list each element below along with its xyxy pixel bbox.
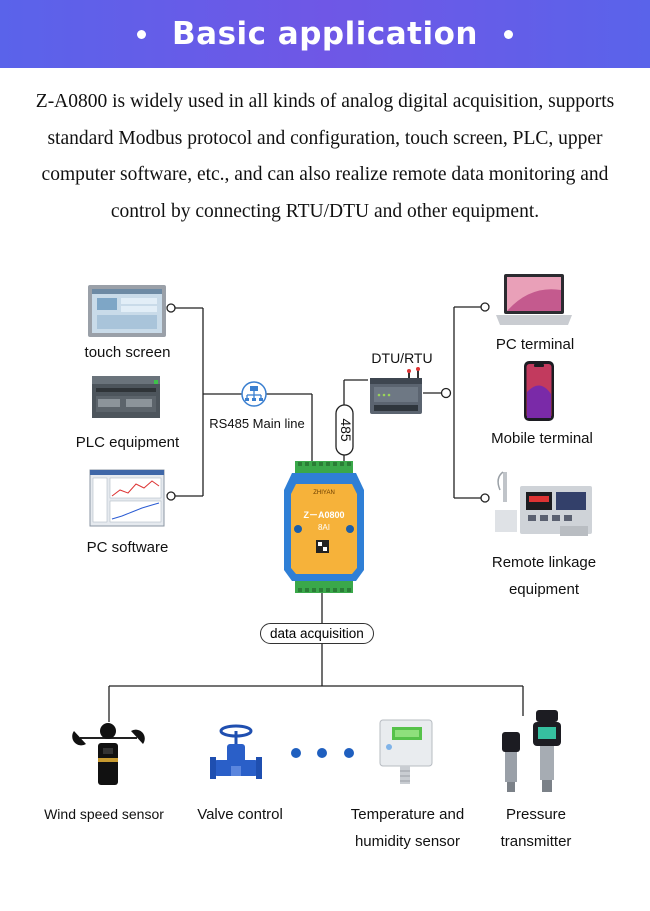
z-a0800-module: ZHIYAN Z－A0800 8AI	[284, 461, 364, 593]
dtu-rtu-label: DTU/RTU	[371, 350, 433, 366]
wind-speed-sensor-label: Wind speed sensor	[44, 806, 164, 822]
remote-linkage-label-line-2: equipment	[508, 581, 580, 598]
intro-line-3: computer software, etc., and can also re…	[41, 164, 609, 185]
pc-terminal-label: PC terminal	[495, 336, 575, 353]
intro-line-4: control by connecting RTU/DTU and other …	[110, 200, 540, 222]
valve-control-label: Valve control	[197, 806, 283, 823]
title-banner: Basic application	[0, 0, 650, 68]
pc-software-image	[89, 469, 165, 527]
module-sub: 8AI	[318, 523, 330, 532]
link-485-text: 485	[338, 418, 354, 442]
bullet-dot-right	[503, 29, 513, 39]
laptop-image	[496, 274, 572, 325]
data-acquisition-label: data acquisition	[260, 623, 374, 644]
ellipsis-dots	[291, 748, 354, 758]
pressure-transmitter-label-line-1: Pressure	[505, 806, 567, 823]
mobile-phone-image	[524, 361, 554, 421]
touch-screen-image	[88, 285, 166, 337]
intro-paragraph: Z-A0800 is widely used in all kinds of a…	[0, 84, 650, 230]
temperature-humidity-sensor-image	[379, 719, 433, 784]
network-hub-icon	[241, 381, 267, 407]
pc-software-label: PC software	[86, 539, 169, 556]
rs485-main-line-label: RS485 Main line	[209, 416, 305, 431]
filling-machine-image	[495, 471, 592, 536]
mobile-terminal-label: Mobile terminal	[491, 430, 593, 447]
pressure-transmitter-label-line-2: transmitter	[500, 833, 572, 850]
intro-line-1: Z-A0800 is widely used in all kinds of a…	[35, 91, 615, 112]
temp-humidity-label-line-1: Temperature and	[350, 806, 465, 823]
link-485-capsule: 485	[335, 404, 354, 456]
connector-circles	[166, 302, 490, 503]
dtu-rtu-device	[370, 367, 422, 414]
temp-humidity-label-line-2: humidity sensor	[354, 833, 461, 850]
touch-screen-label: touch screen	[84, 344, 171, 361]
connection-lines	[108, 306, 524, 722]
intro-line-2: standard Modbus protocol and configurati…	[47, 127, 603, 149]
plc-image	[92, 376, 160, 418]
page-title: Basic application	[172, 16, 478, 52]
valve-image	[210, 724, 262, 779]
plc-equipment-label: PLC equipment	[75, 434, 180, 451]
module-name: Z－A0800	[303, 510, 344, 520]
remote-linkage-label-line-1: Remote linkage	[491, 554, 597, 571]
wind-speed-sensor-image	[72, 723, 145, 785]
bullet-dot-left	[137, 29, 147, 39]
module-brand: ZHIYAN	[313, 490, 335, 496]
pressure-transmitter-image	[502, 710, 561, 792]
